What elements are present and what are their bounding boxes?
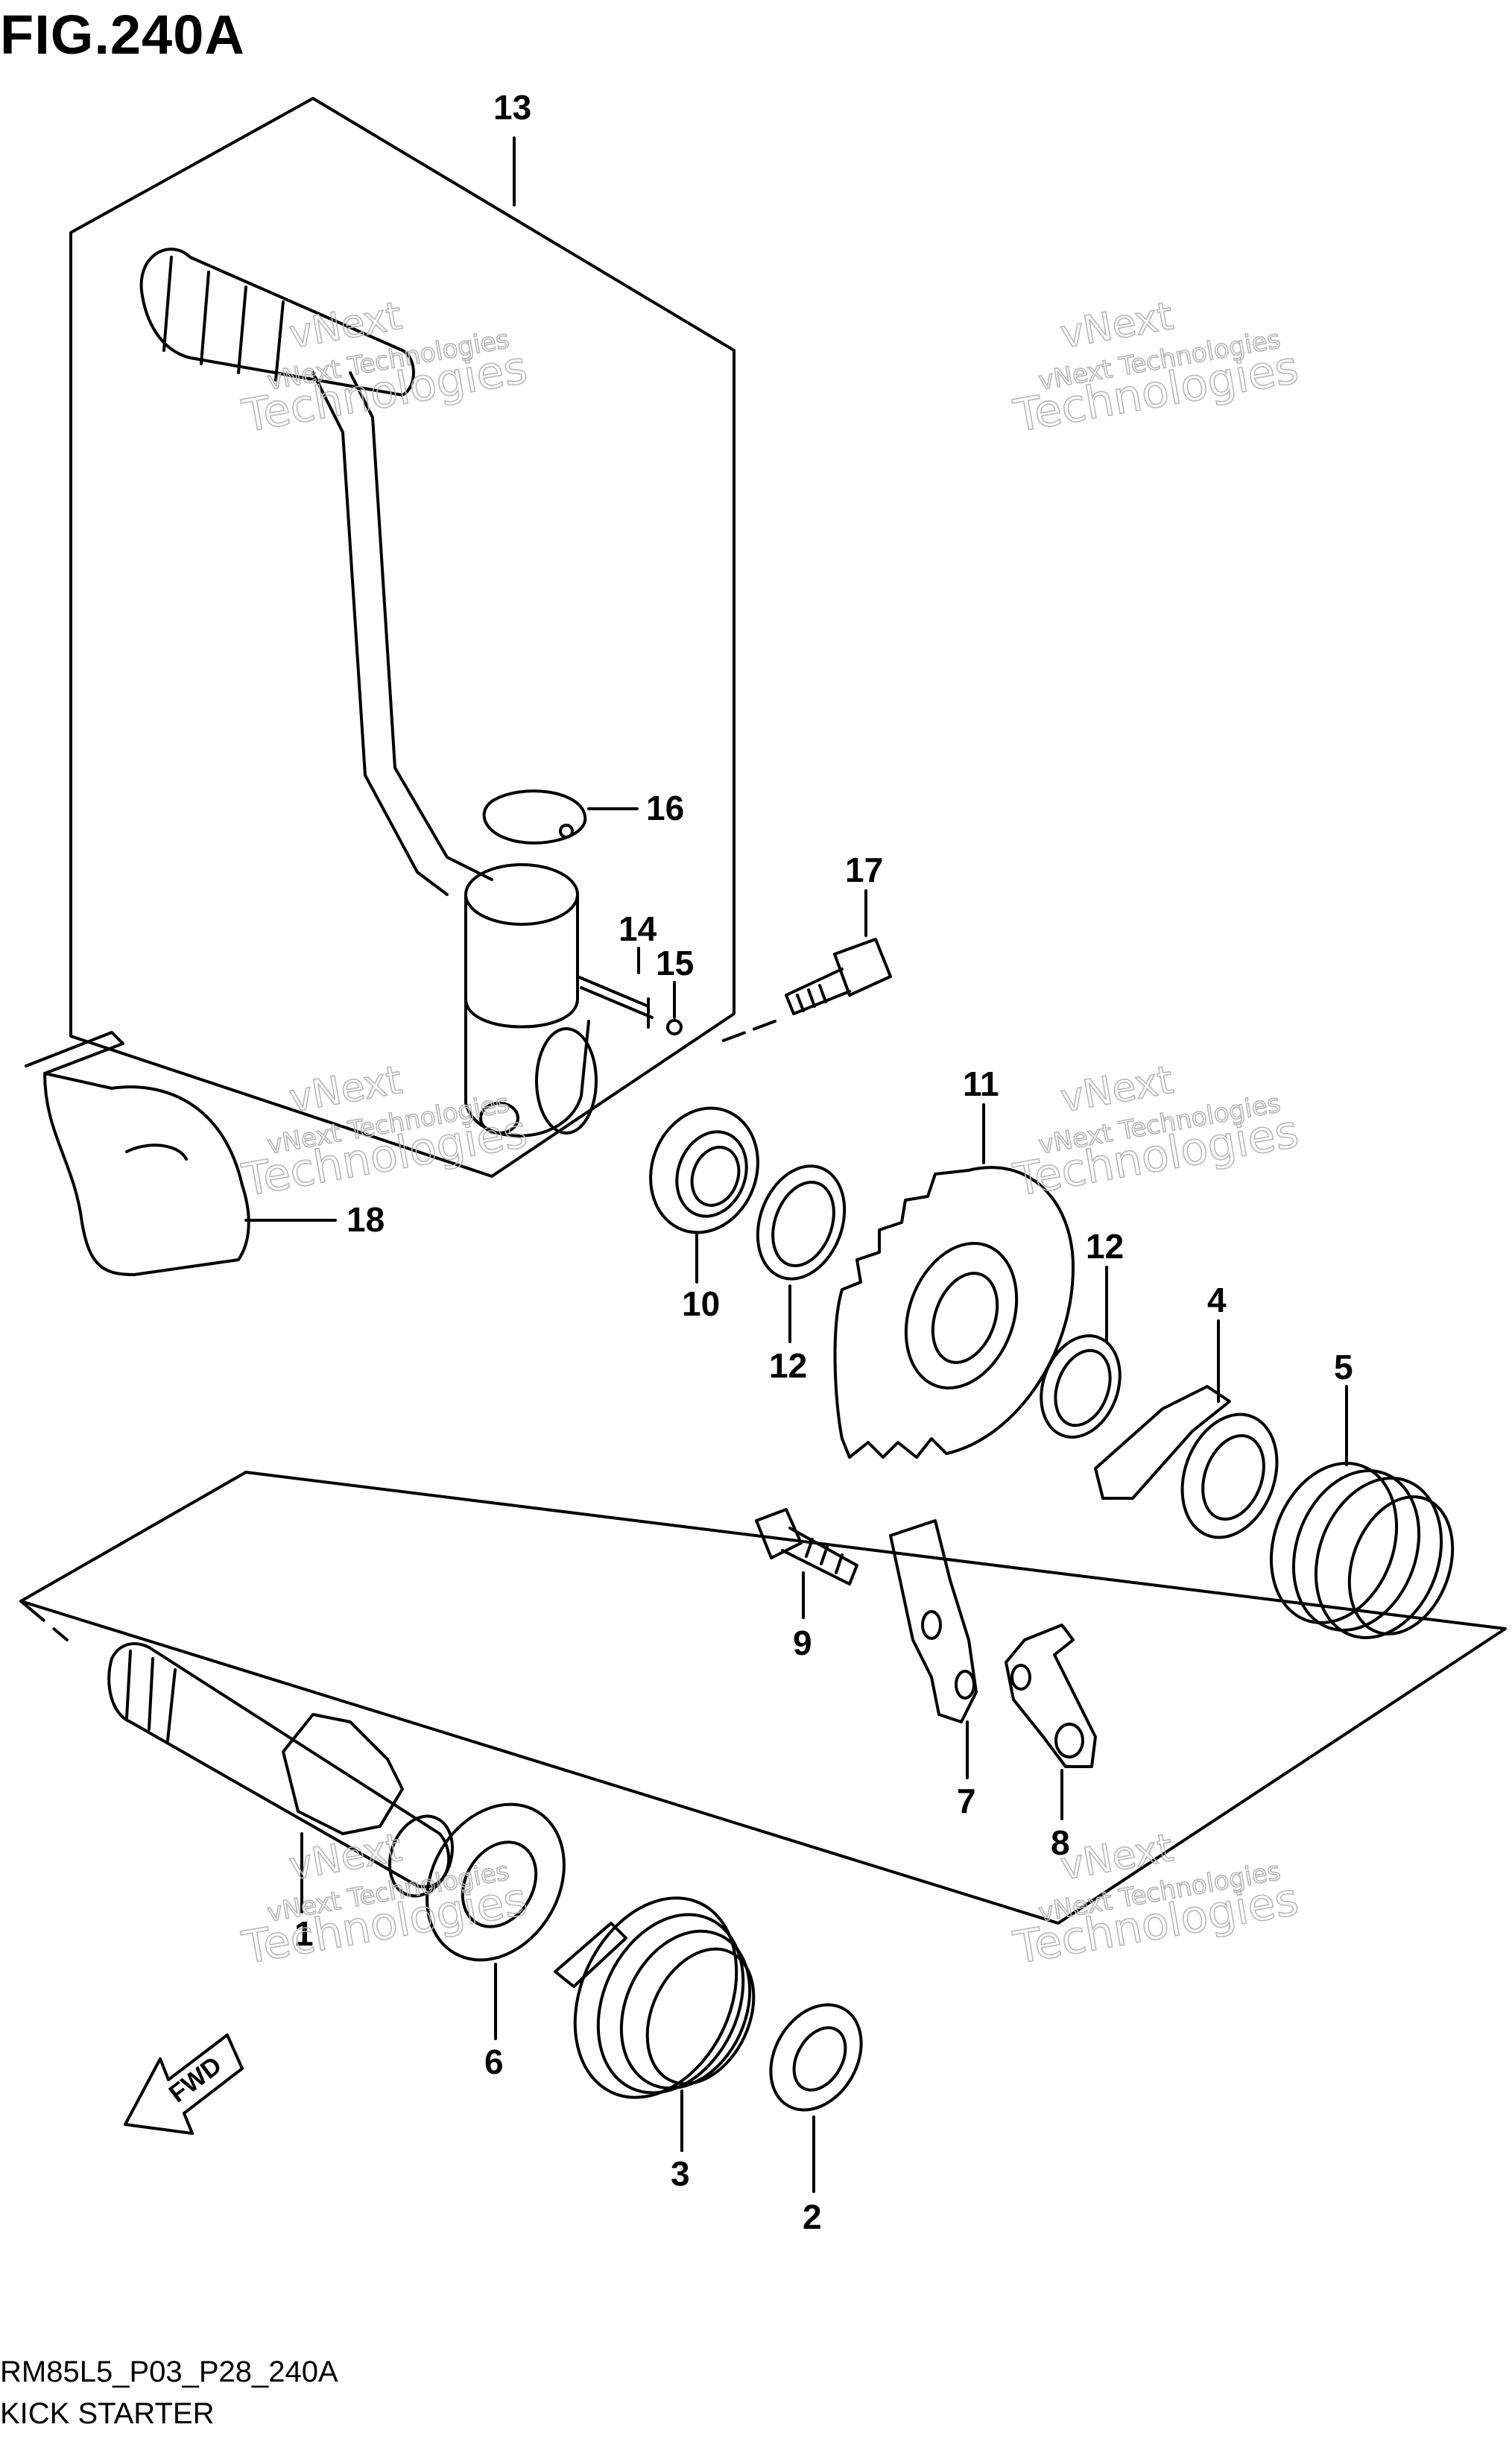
washer-12-left: [756, 1164, 847, 1281]
watermark: vNext vNext Technologies Technologies: [238, 293, 531, 444]
washer-12-right: [1040, 1334, 1122, 1439]
callout-1: 1: [294, 1914, 314, 1953]
plate-8: [1005, 1624, 1097, 1768]
callout-2: 2: [803, 2197, 822, 2236]
callout-7: 7: [957, 1782, 976, 1820]
callout-4: 4: [1207, 1281, 1227, 1319]
bolt-17: [785, 938, 892, 1015]
watermark-group: vNext vNext Technologies Technologies vN…: [238, 293, 1303, 1975]
callout-3: 3: [671, 2154, 690, 2193]
watermark: vNext vNext Technologies Technologies: [238, 1057, 531, 1208]
kick-shaft: [107, 1642, 455, 1898]
callout-6: 6: [484, 2042, 504, 2081]
bolt-14: [576, 975, 654, 1029]
callout-18: 18: [347, 1200, 385, 1239]
kick-spring: [1269, 1462, 1455, 1639]
figure-title: FIG.240A: [0, 4, 245, 66]
callout-8: 8: [1051, 1823, 1070, 1862]
ratchet-gear: [833, 1166, 1075, 1459]
plate-7: [889, 1519, 978, 1723]
callout-16: 16: [646, 789, 684, 827]
callout-15: 15: [656, 944, 694, 982]
collar: [769, 2003, 863, 2112]
bolt-9: [755, 1508, 858, 1585]
washer-6: [426, 1802, 566, 1962]
callout-9: 9: [793, 1624, 812, 1662]
callout-11: 11: [963, 1064, 999, 1103]
watermark: vNext vNext Technologies Technologies: [238, 1825, 531, 1975]
callout-17: 17: [845, 851, 883, 889]
fwd-arrow: [124, 2033, 244, 2135]
kick-guide: [1094, 1385, 1279, 1539]
callout-13: 13: [493, 88, 531, 127]
callout-12-right: 12: [1086, 1227, 1124, 1266]
callout-14: 14: [619, 909, 657, 948]
callout-5: 5: [1334, 1348, 1353, 1386]
kick-lever: [139, 247, 598, 1138]
ball-15: [666, 1019, 683, 1035]
assembly-box-lower: [19, 1471, 1507, 1925]
return-spring: [554, 1896, 756, 2099]
watermark: vNext vNext Technologies Technologies: [1009, 293, 1303, 444]
diagram-code: RM85L5_P03_P28_240A: [0, 2356, 338, 2388]
callout-12-left: 12: [769, 1346, 807, 1385]
boot-cover: [25, 1031, 250, 1276]
diagram-caption: KICK STARTER: [0, 2397, 215, 2430]
callout-10: 10: [682, 1284, 720, 1323]
assembly-box-upper: [69, 97, 736, 1178]
watermark: vNext vNext Technologies Technologies: [1009, 1825, 1303, 1975]
oil-seal: [649, 1106, 759, 1234]
watermark: vNext vNext Technologies Technologies: [1009, 1057, 1303, 1208]
